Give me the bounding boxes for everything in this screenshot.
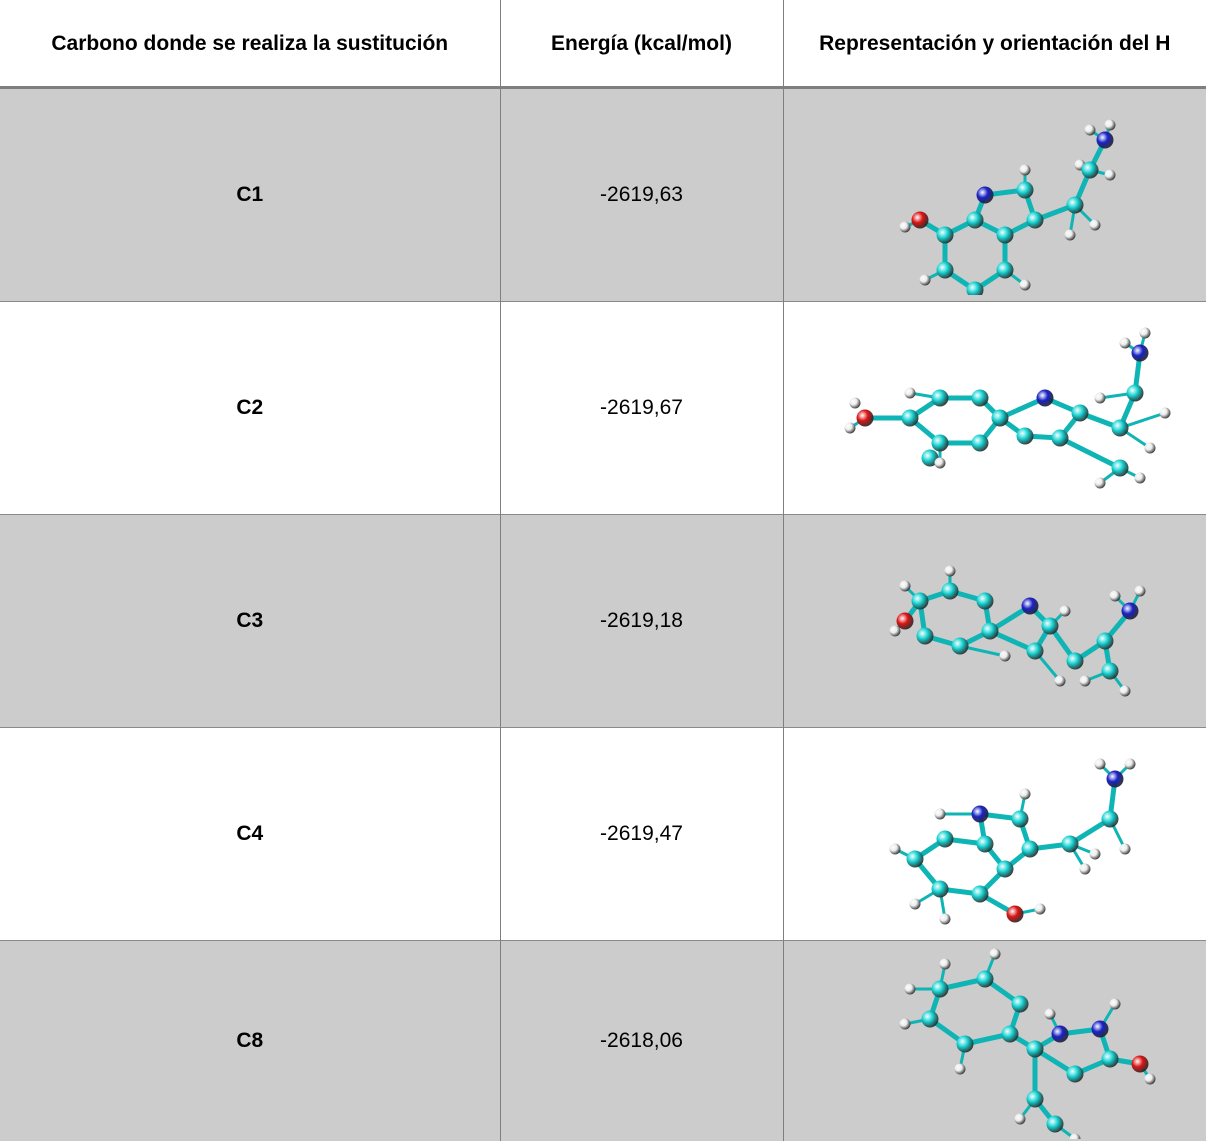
table-row: C3 -2619,18 — [0, 515, 1206, 728]
table-row: C4 -2619,47 — [0, 728, 1206, 941]
carbon-cell: C8 — [0, 941, 500, 1141]
energy-value: -2619,63 — [600, 183, 683, 206]
atoms — [844, 328, 1170, 489]
energy-cell: -2619,63 — [500, 88, 783, 302]
energy-cell: -2619,47 — [500, 728, 783, 941]
molecule-cell — [783, 302, 1206, 515]
energy-value: -2619,67 — [600, 396, 683, 419]
energy-value: -2619,18 — [600, 609, 683, 632]
carbon-label: C1 — [236, 183, 263, 206]
molecule-3d-c2 — [795, 308, 1195, 508]
molecule-3d-c3 — [795, 521, 1195, 721]
carbon-cell: C2 — [0, 302, 500, 515]
molecule-cell — [783, 941, 1206, 1141]
energy-cell: -2619,18 — [500, 515, 783, 728]
molecule-cell — [783, 728, 1206, 941]
header-row: Carbono donde se realiza la sustitución … — [0, 0, 1206, 88]
table-row: C1 -2619,63 — [0, 88, 1206, 302]
energy-value: -2618,06 — [600, 1029, 683, 1052]
table-row: C8 -2618,06 — [0, 941, 1206, 1141]
table-row: C2 -2619,67 — [0, 302, 1206, 515]
energy-cell: -2619,67 — [500, 302, 783, 515]
energy-cell: -2618,06 — [500, 941, 783, 1141]
molecule-3d-c4 — [795, 734, 1195, 934]
molecule-3d-c8 — [795, 944, 1195, 1139]
atoms — [889, 759, 1135, 925]
energy-value: -2619,47 — [600, 822, 683, 845]
carbon-cell: C1 — [0, 88, 500, 302]
atoms — [889, 566, 1145, 697]
molecule-3d-c1 — [795, 95, 1195, 295]
carbon-label: C8 — [236, 1029, 263, 1052]
header-energy: Energía (kcal/mol) — [500, 0, 783, 88]
atoms — [899, 120, 1115, 296]
header-representation: Representación y orientación del H — [783, 0, 1206, 88]
carbon-label: C3 — [236, 609, 263, 632]
carbon-label: C4 — [236, 822, 263, 845]
carbon-cell: C4 — [0, 728, 500, 941]
carbon-cell: C3 — [0, 515, 500, 728]
molecule-cell — [783, 88, 1206, 302]
bonds — [895, 764, 1130, 919]
header-carbon: Carbono donde se realiza la sustitución — [0, 0, 500, 88]
carbon-label: C2 — [236, 396, 263, 419]
molecule-cell — [783, 515, 1206, 728]
